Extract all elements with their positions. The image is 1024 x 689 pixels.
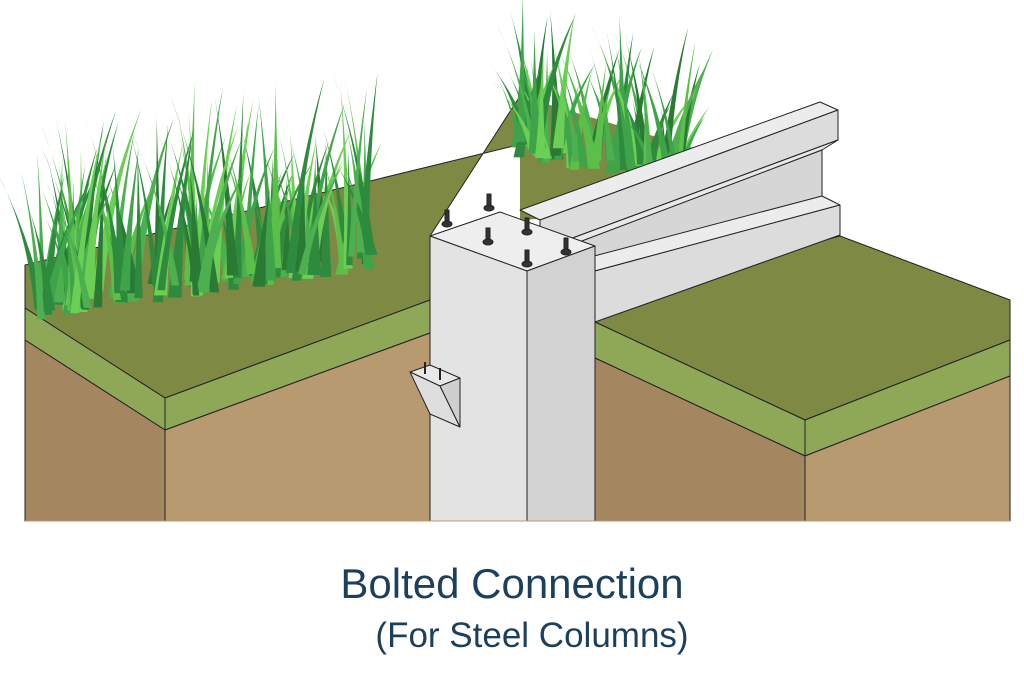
grass-blade — [327, 151, 378, 255]
grass-blade — [516, 0, 526, 142]
grass-blade — [535, 59, 546, 158]
anchor-bolts — [441, 193, 572, 268]
grass-blade — [674, 41, 696, 185]
grass-blade — [222, 135, 257, 274]
grass-blade — [285, 78, 325, 274]
bolt-nut — [560, 248, 572, 256]
grass-blade — [81, 138, 107, 299]
grass-blade — [268, 83, 282, 269]
grass-clump-back — [487, 0, 714, 187]
grass-blade — [550, 35, 601, 169]
grass-blade — [495, 23, 537, 151]
grass-blade — [646, 56, 679, 173]
grass-blade — [82, 142, 122, 300]
grass-blade — [119, 148, 139, 291]
grass-blade — [348, 88, 367, 257]
grass-blade — [590, 50, 615, 161]
grass-blade — [189, 166, 203, 282]
grass-blade — [528, 30, 540, 154]
bolt-nut — [483, 204, 495, 212]
grass-blade — [18, 160, 46, 320]
grass-blade — [233, 146, 275, 284]
bracket-side — [439, 377, 461, 428]
bolt-nut — [521, 260, 533, 268]
grass-blade — [556, 70, 581, 162]
grass-blade — [44, 183, 91, 303]
grass-blade — [257, 89, 277, 281]
grass-blade — [196, 139, 242, 293]
grass-blade — [594, 38, 644, 166]
grass-blade — [97, 162, 126, 294]
grass-blade — [196, 87, 223, 283]
grass-blade — [44, 179, 92, 309]
grass-blade — [0, 178, 46, 310]
grass-blade — [134, 148, 143, 298]
bolt-nut — [441, 220, 453, 228]
bolted-connection-diagram — [0, 0, 1011, 522]
grass-blade — [321, 122, 351, 258]
grass-blade — [558, 64, 588, 168]
grass-blade — [491, 81, 539, 153]
caption-subtitle: (For Steel Columns) — [375, 616, 689, 655]
grass-blade — [318, 145, 346, 263]
grass-blade — [126, 119, 159, 286]
grass-blade — [623, 30, 674, 176]
grass-blade — [660, 26, 689, 172]
bolt-nut — [521, 228, 533, 236]
bolt-nut — [482, 238, 494, 246]
grass-blade — [638, 49, 654, 185]
grass-blade — [27, 205, 56, 311]
grass-blade — [157, 127, 195, 291]
caption-title: Bolted Connection — [340, 560, 684, 607]
grass-blade — [167, 127, 194, 298]
grass-clump-left — [0, 71, 382, 320]
grass-blade — [60, 197, 79, 313]
grass-blade — [606, 29, 627, 170]
column-side-face — [526, 245, 596, 522]
grass-blade — [297, 163, 344, 275]
grass-blade — [157, 133, 200, 296]
grass-blade — [554, 63, 596, 160]
grass-blade — [552, 11, 576, 149]
grass-blade — [103, 167, 141, 294]
grass-blade — [34, 172, 77, 305]
grass-blade — [331, 72, 376, 254]
grass-blade — [190, 172, 238, 282]
grass-blade — [592, 63, 607, 163]
grass-blade — [90, 109, 142, 292]
grass-blade — [153, 142, 184, 296]
grass-blade — [614, 41, 636, 171]
grass-blade — [252, 186, 271, 287]
